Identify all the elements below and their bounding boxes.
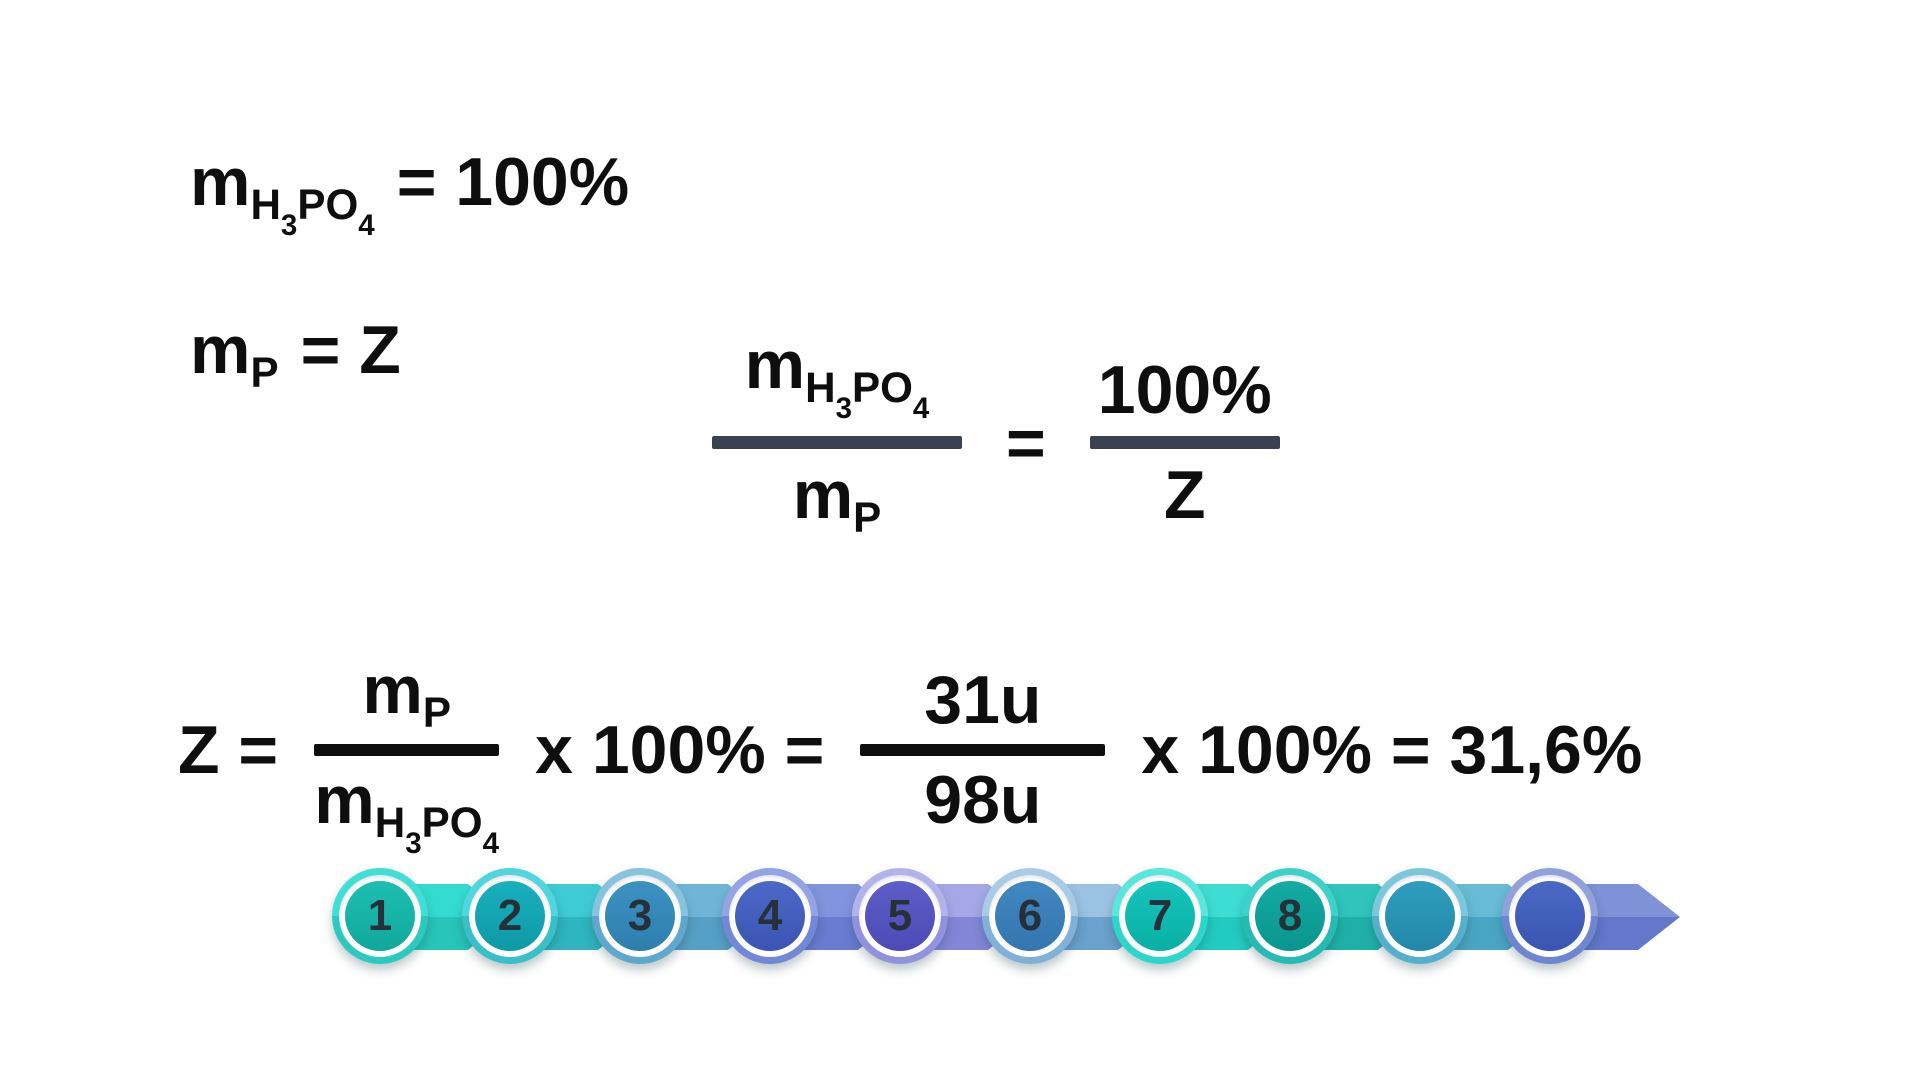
times-100-equals: x 100% = <box>535 712 825 788</box>
equation-solution: Z = mP mH3PO4 x 100% = 31u 98u x 100% = … <box>178 626 1642 874</box>
step-circle: 5 <box>852 868 948 964</box>
step-number: 3 <box>627 891 653 940</box>
given-unknown-value: = Z <box>300 312 401 388</box>
step-circle-ring: 5 <box>859 875 941 957</box>
step-circle-ring: 3 <box>599 875 681 957</box>
m-p-symbol: mP <box>190 312 279 396</box>
stepper-item-7[interactable]: 7 <box>1112 856 1290 1006</box>
solution-lhs: Z = <box>178 712 279 788</box>
step-circle-ring: 1 <box>339 875 421 957</box>
step-circle-fill: 1 <box>345 881 415 951</box>
step-number: 5 <box>887 891 913 940</box>
percent-numerator: 100% <box>1097 352 1272 428</box>
molar-mass-h3po4: 98u <box>924 762 1042 838</box>
step-circle: 3 <box>592 868 688 964</box>
fraction-percent-ratio: 100% Z <box>1089 312 1280 573</box>
m-h3po4-symbol: mH3PO4 <box>744 327 930 426</box>
step-circle: 2 <box>462 868 558 964</box>
stepper-item-8[interactable]: 8 <box>1242 856 1420 1006</box>
step-circle-ring: 8 <box>1249 875 1331 957</box>
m-h3po4-symbol: mH3PO4 <box>190 144 375 243</box>
step-circle-fill: 6 <box>995 881 1065 951</box>
unknown-denominator: Z <box>1163 457 1206 533</box>
step-circle-fill: 5 <box>865 881 935 951</box>
step-circle-ring: 6 <box>989 875 1071 957</box>
step-circle: 1 <box>332 868 428 964</box>
stepper-item-3[interactable]: 3 <box>592 856 770 1006</box>
step-number: 8 <box>1277 891 1303 940</box>
equation-proportion: mH3PO4 mP = 100% Z <box>712 312 1280 573</box>
step-circle-ring: 4 <box>729 875 811 957</box>
step-circle: 7 <box>1112 868 1208 964</box>
step-number: 6 <box>1017 891 1043 940</box>
stepper-item-2[interactable]: 2 <box>462 856 640 1006</box>
stepper-item-10[interactable] <box>1502 856 1680 1006</box>
stepper-item-5[interactable]: 5 <box>852 856 1030 1006</box>
step-circle <box>1502 868 1598 964</box>
stepper-item-4[interactable]: 4 <box>722 856 900 1006</box>
step-number: 4 <box>757 891 783 940</box>
equals-sign: = <box>1006 404 1046 481</box>
step-circle-fill: 7 <box>1125 881 1195 951</box>
fraction-bar <box>860 744 1106 756</box>
step-circle-fill: 8 <box>1255 881 1325 951</box>
atomic-mass-p: 31u <box>924 662 1042 738</box>
stepper: 1 2 3 4 5 6 7 8 <box>332 856 1680 1006</box>
step-circle-fill: 2 <box>475 881 545 951</box>
equation-given-unknown: mP= Z <box>190 316 401 394</box>
step-number: 2 <box>497 891 523 940</box>
step-circle-ring: 2 <box>469 875 551 957</box>
m-p-symbol: mP <box>362 651 451 736</box>
step-circle: 4 <box>722 868 818 964</box>
stepper-item-1[interactable]: 1 <box>332 856 510 1006</box>
step-circle: 8 <box>1242 868 1338 964</box>
fraction-bar <box>712 436 962 449</box>
solution-result: x 100% = 31,6% <box>1141 712 1643 788</box>
given-total-value: = 100% <box>396 144 630 220</box>
step-number: 1 <box>367 891 393 940</box>
step-circle: 6 <box>982 868 1078 964</box>
fraction-symbolic: mP mH3PO4 <box>314 626 500 874</box>
m-h3po4-symbol: mH3PO4 <box>314 762 499 861</box>
step-circle-fill <box>1385 881 1455 951</box>
step-number: 7 <box>1147 891 1173 940</box>
step-circle-ring <box>1379 875 1461 957</box>
fraction-numeric: 31u 98u <box>860 626 1106 874</box>
step-circle-fill: 4 <box>735 881 805 951</box>
step-circle-ring <box>1509 875 1591 957</box>
fraction-bar <box>314 744 500 756</box>
step-circle-fill: 3 <box>605 881 675 951</box>
equation-given-total-mass: mH3PO4= 100% <box>190 148 629 241</box>
step-circle <box>1372 868 1468 964</box>
step-circle-ring: 7 <box>1119 875 1201 957</box>
step-circle-fill <box>1515 881 1585 951</box>
stepper-item-6[interactable]: 6 <box>982 856 1160 1006</box>
stepper-item-9[interactable] <box>1372 856 1550 1006</box>
m-p-symbol: mP <box>792 457 882 541</box>
fraction-mass-ratio: mH3PO4 mP <box>712 312 962 573</box>
fraction-bar <box>1089 436 1280 449</box>
